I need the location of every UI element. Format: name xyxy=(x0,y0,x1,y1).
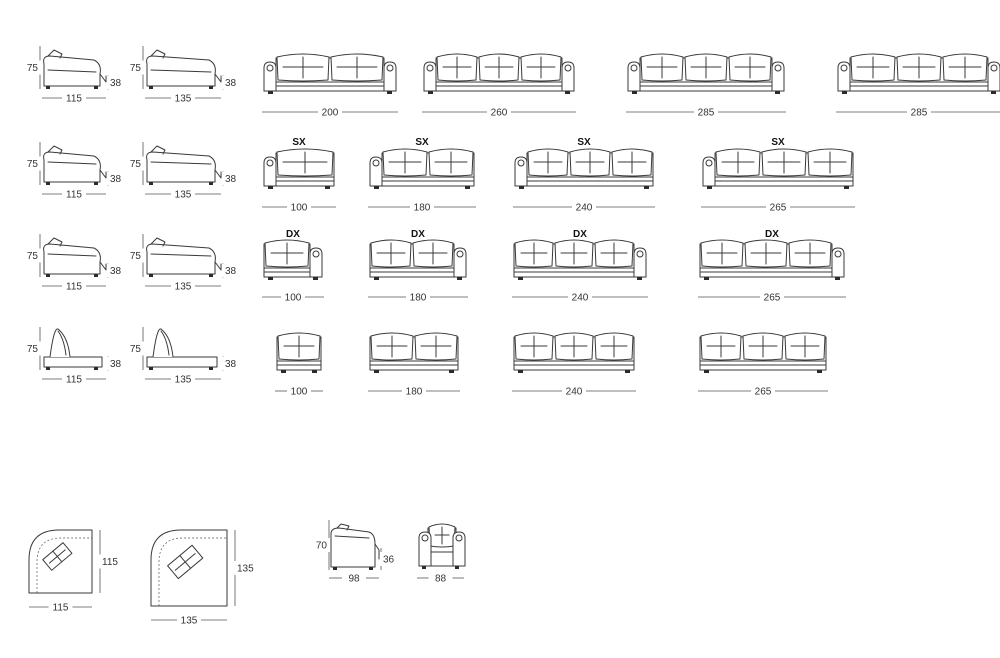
dimension-label: 38 xyxy=(110,174,122,185)
dimension-label: 75 xyxy=(27,159,39,170)
dimension-label: SX xyxy=(771,137,785,148)
dimension-label: 38 xyxy=(110,78,122,89)
dimension-label: SX xyxy=(577,137,591,148)
dimension-label: 75 xyxy=(27,344,39,355)
side-view-4-1: 75 38 115 xyxy=(27,327,122,386)
dimension-label: 260 xyxy=(491,108,508,119)
dimension-label: 38 xyxy=(110,359,122,370)
dimension-label: 180 xyxy=(406,387,423,398)
dimension-label: 135 xyxy=(175,282,192,293)
sofa-front-4-4: 265 xyxy=(698,332,828,398)
dimension-label: 88 xyxy=(435,574,447,585)
dimension-label: 75 xyxy=(130,344,142,355)
dimension-label: DX xyxy=(411,229,425,240)
sofa-front-3-1: DX 100 xyxy=(262,229,324,304)
dimension-label: 240 xyxy=(572,293,589,304)
sofa-front-3-4: DX 265 xyxy=(698,229,846,304)
dimension-label: 115 xyxy=(66,94,82,105)
corner-top-view-1: 115 115 xyxy=(28,529,118,614)
sofa-front-2-3: SX 240 xyxy=(513,137,655,214)
dimension-label: 38 xyxy=(225,174,237,185)
dimension-label: 135 xyxy=(175,94,192,105)
sofa-front-2-1: SX 100 xyxy=(262,137,336,214)
dimension-label: 285 xyxy=(698,108,715,119)
dimension-label: 115 xyxy=(66,282,82,293)
dimension-label: 75 xyxy=(27,251,39,262)
side-view-4-2: 75 38 135 xyxy=(130,327,237,386)
dimension-label: 135 xyxy=(175,375,192,386)
sofa-front-1-3: 285 xyxy=(626,53,786,119)
side-view-2-1: 75 38 115 xyxy=(27,142,122,201)
dimension-label: 180 xyxy=(410,293,427,304)
dimension-label: SX xyxy=(292,137,306,148)
dimension-label: 38 xyxy=(225,78,237,89)
dimension-label: 38 xyxy=(225,359,237,370)
dimension-label: 70 xyxy=(316,541,328,552)
sofa-front-1-4: 285 xyxy=(836,53,1000,119)
dimension-label: 38 xyxy=(110,266,122,277)
sofa-front-2-4: SX 265 xyxy=(701,137,855,214)
sofa-front-4-3: 240 xyxy=(512,332,636,398)
dimension-label: 265 xyxy=(770,203,787,214)
dimension-label: 135 xyxy=(237,564,254,575)
side-view-3-2: 75 38 135 xyxy=(130,234,237,293)
dimension-label: 75 xyxy=(130,63,142,74)
dimension-label: 265 xyxy=(764,293,781,304)
dimension-label: DX xyxy=(286,229,300,240)
dimension-label: 75 xyxy=(130,251,142,262)
dimension-label: 115 xyxy=(102,557,118,568)
dimension-label: DX xyxy=(573,229,587,240)
dimension-label: 240 xyxy=(566,387,583,398)
side-view-1-1: 75 38 115 xyxy=(27,46,122,105)
side-view-1-2: 75 38 135 xyxy=(130,46,237,105)
sofa-front-4-1: 100 xyxy=(275,332,323,398)
armchair-front-view: 88 xyxy=(417,523,466,585)
sofa-front-4-2: 180 xyxy=(368,332,460,398)
dimension-label: 135 xyxy=(181,616,198,627)
dimension-label: 100 xyxy=(291,203,308,214)
dimension-label: 135 xyxy=(175,190,192,201)
sofa-front-2-2: SX 180 xyxy=(368,137,476,214)
dimension-label: 75 xyxy=(130,159,142,170)
dimension-label: 200 xyxy=(322,108,339,119)
dimension-label: 115 xyxy=(53,603,69,614)
dimension-label: 36 xyxy=(383,555,395,566)
dimension-label: 240 xyxy=(576,203,593,214)
side-view-3-1: 75 38 115 xyxy=(27,234,122,293)
dimension-label: DX xyxy=(765,229,779,240)
dimension-label: 265 xyxy=(755,387,772,398)
dimension-label: SX xyxy=(415,137,429,148)
dimension-label: 98 xyxy=(348,574,360,585)
dimension-label: 285 xyxy=(911,108,928,119)
sofa-front-3-3: DX 240 xyxy=(512,229,648,304)
sofa-front-3-2: DX 180 xyxy=(368,229,468,304)
dimension-label: 75 xyxy=(27,63,39,74)
sofa-front-1-1: 200 xyxy=(262,53,398,119)
dimension-label: 115 xyxy=(66,375,82,386)
dimension-label: 180 xyxy=(414,203,431,214)
sofa-front-1-2: 260 xyxy=(422,53,576,119)
dimension-label: 115 xyxy=(66,190,82,201)
side-view-2-2: 75 38 135 xyxy=(130,142,237,201)
dimension-label: 100 xyxy=(291,387,308,398)
armchair-side-view: 70 36 98 xyxy=(316,520,395,585)
dimension-label: 100 xyxy=(285,293,302,304)
dimension-label: 38 xyxy=(225,266,237,277)
corner-top-view-2: 135 135 xyxy=(150,529,254,627)
